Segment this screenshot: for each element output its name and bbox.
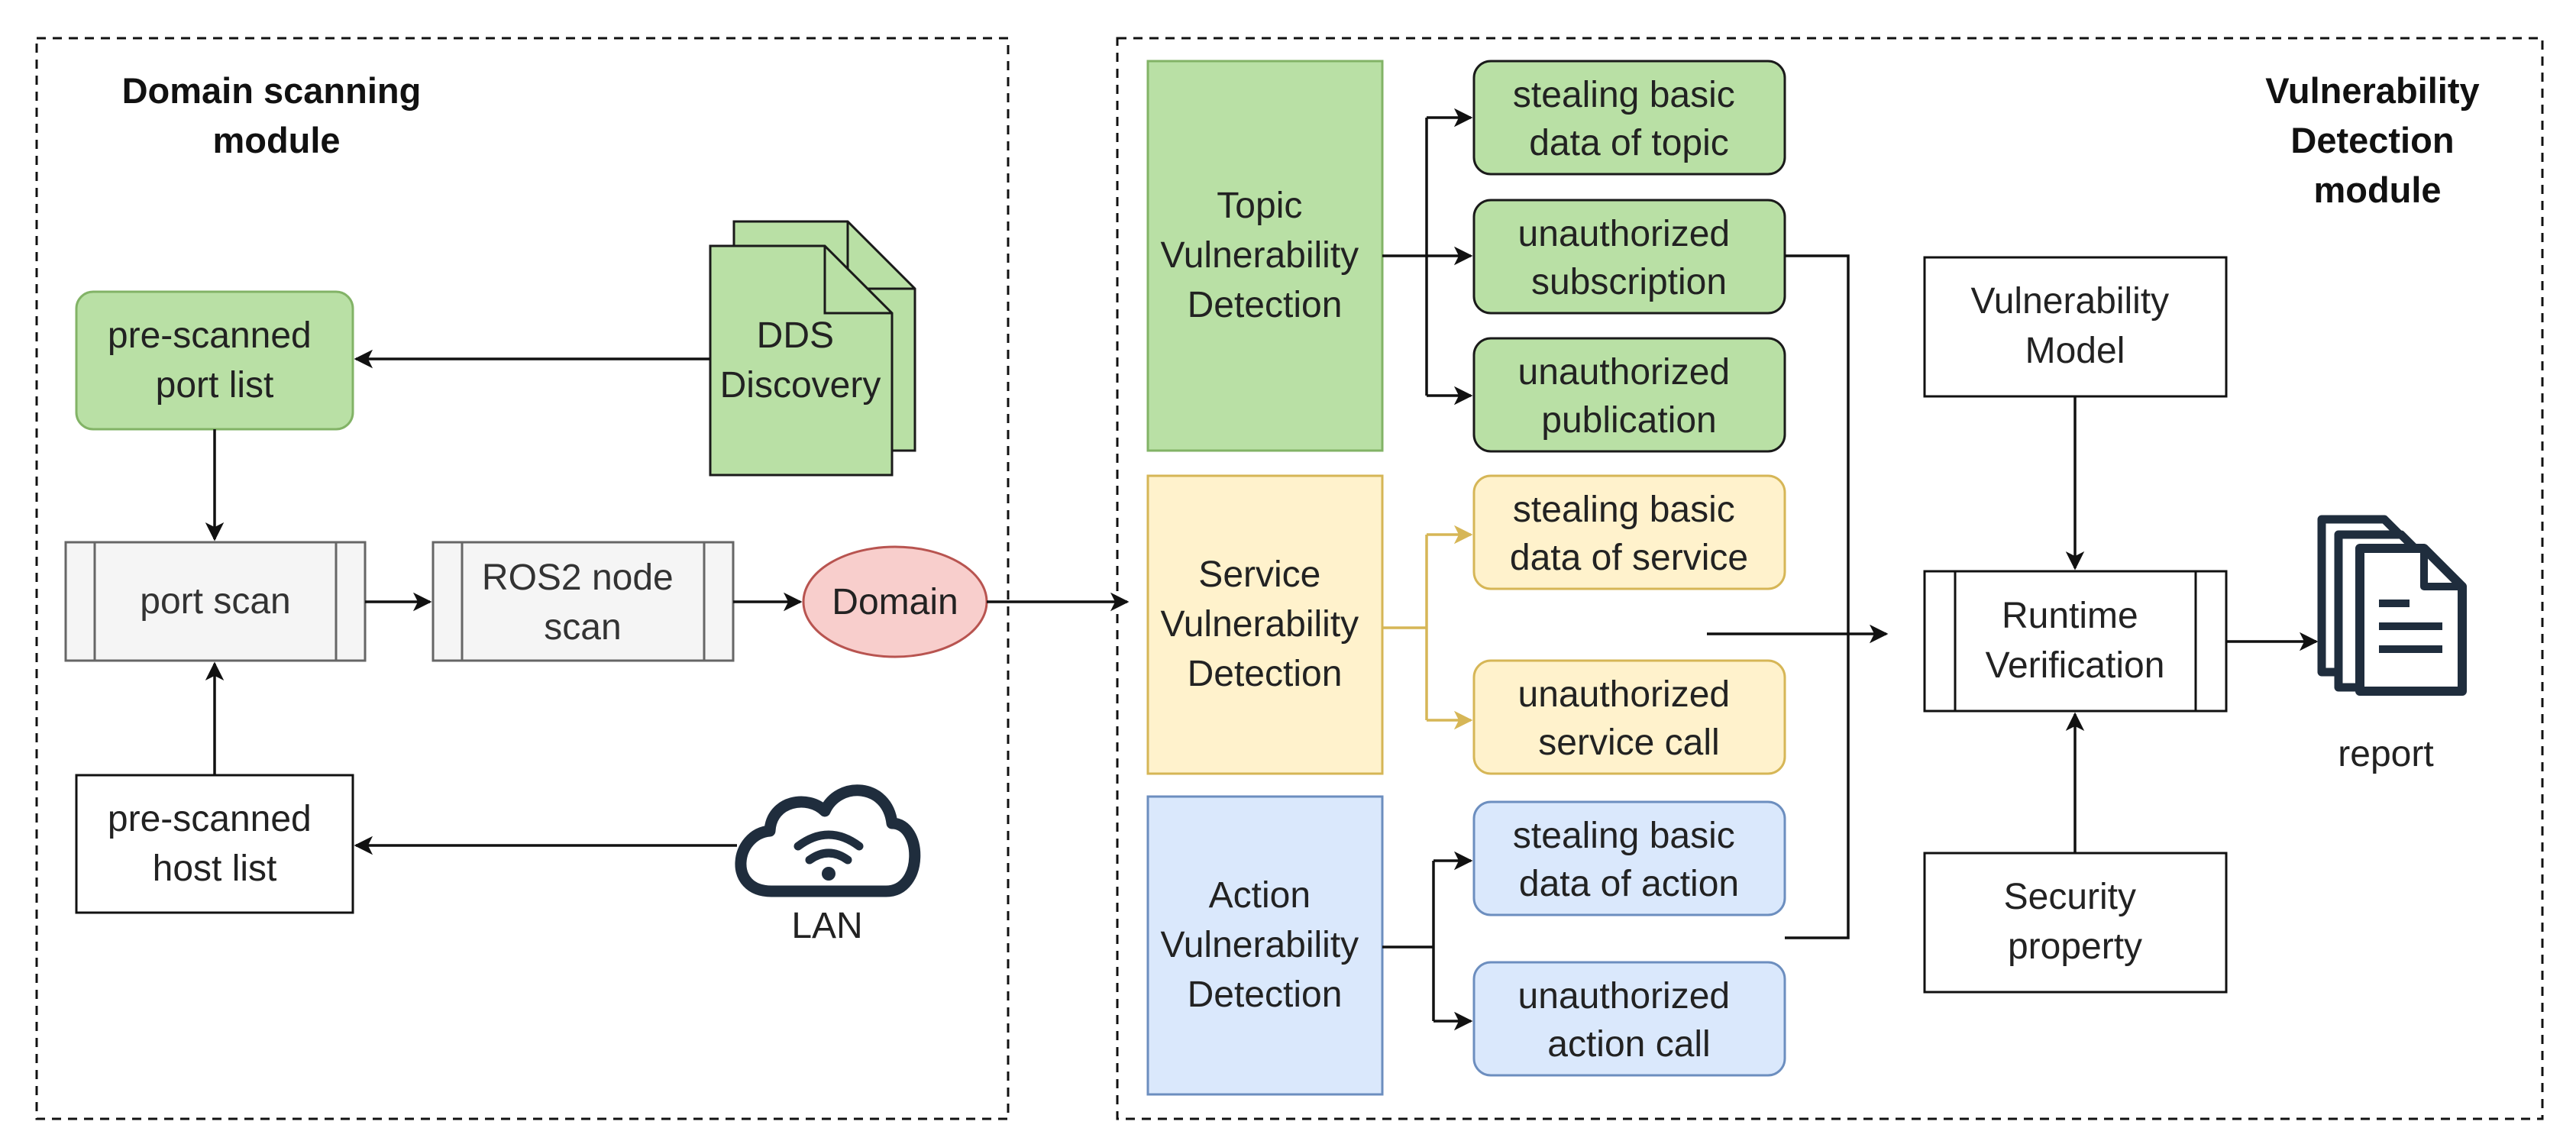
svg-text:unauthorized publication: unauthorized publication bbox=[1518, 352, 1740, 441]
svg-text:unauthorized action call: unauthorized action call bbox=[1518, 976, 1740, 1065]
stealing-topic-data-node: stealing basic data of topic bbox=[1472, 60, 1786, 176]
domain-scanning-module-title: Domain scanning module bbox=[122, 70, 431, 160]
unauthorized-subscription-node: unauthorized subscription bbox=[1472, 199, 1786, 315]
runtime-verification-node: Runtime Verification bbox=[1923, 570, 2228, 713]
stacked-documents-icon bbox=[709, 220, 916, 477]
ros2-node-scan-node: ROS2 node scan bbox=[431, 541, 735, 662]
svg-text:DDS Discovery: DDS Discovery bbox=[720, 315, 881, 406]
unauthorized-action-call-node: unauthorized action call bbox=[1472, 961, 1786, 1077]
svg-text:Topic Vulnerability: Topic Vulnerability Detection bbox=[1160, 186, 1369, 325]
svg-text:Security property: Security property bbox=[2004, 877, 2147, 967]
report-documents-icon bbox=[2317, 515, 2467, 696]
topic-vulnerability-detection-node: Topic Vulnerability Detection bbox=[1146, 60, 1384, 452]
port-scan-node: port scan bbox=[64, 541, 367, 662]
edge-action-branch bbox=[1382, 861, 1435, 1021]
svg-text:Service Vulnerability: Service Vulnerability Detection bbox=[1160, 554, 1369, 694]
security-property-node: Security property bbox=[1923, 852, 2228, 994]
unauthorized-publication-node: unauthorized publication bbox=[1472, 337, 1786, 453]
svg-text:Runtime Verification: Runtime Verification bbox=[1986, 596, 2165, 686]
svg-text:pre-scanned host list: pre-scanned host list bbox=[108, 799, 322, 889]
stealing-action-data-node: stealing basic data of action bbox=[1472, 800, 1786, 916]
svg-text:Action Vulnerability: Action Vulnerability Detection bbox=[1160, 875, 1369, 1015]
svg-text:stealing basic data of s: stealing basic data of service bbox=[1510, 490, 1748, 578]
vulnerability-detection-module-title: Vulnerability Detection module bbox=[2265, 70, 2489, 210]
action-vulnerability-detection-node: Action Vulnerability Detection bbox=[1146, 795, 1384, 1096]
domain-node: Domain bbox=[802, 545, 988, 658]
vulnerability-model-node: Vulnerability Model bbox=[1923, 256, 2228, 398]
service-vulnerability-detection-node: Service Vulnerability Detection bbox=[1146, 474, 1384, 775]
connectors bbox=[205, 108, 2319, 1031]
dds-discovery-node: DDS Discovery bbox=[709, 220, 916, 477]
pre-scanned-host-list-node: pre-scanned host list bbox=[75, 774, 354, 914]
cloud-wifi-icon bbox=[735, 784, 921, 897]
vulnerability-detection-module-frame bbox=[1116, 37, 2544, 1120]
domain-scanning-module-frame bbox=[35, 37, 1010, 1120]
edge-service-branch bbox=[1382, 535, 1428, 720]
svg-text:unauthorized service cal: unauthorized service call bbox=[1518, 674, 1740, 763]
svg-text:stealing basic data of a: stealing basic data of action bbox=[1513, 816, 1745, 904]
svg-text:Domain: Domain bbox=[832, 582, 958, 622]
svg-text:stealing basic data of t: stealing basic data of topic bbox=[1513, 75, 1745, 163]
stealing-service-data-node: stealing basic data of service bbox=[1472, 474, 1786, 590]
report-node: report bbox=[2317, 515, 2467, 774]
svg-text:LAN: LAN bbox=[791, 906, 862, 946]
svg-text:Vulnerability Model: Vulnerability Model bbox=[1970, 281, 2179, 371]
pre-scanned-port-list-node: pre-scanned port list bbox=[75, 290, 354, 431]
svg-text:pre-scanned port list: pre-scanned port list bbox=[108, 315, 322, 406]
edge-topic-branch bbox=[1382, 118, 1428, 396]
unauthorized-service-call-node: unauthorized service call bbox=[1472, 659, 1786, 775]
edge-collect-bracket bbox=[1785, 254, 1850, 939]
svg-text:unauthorized subscriptio: unauthorized subscription bbox=[1518, 214, 1740, 302]
svg-text:port scan: port scan bbox=[140, 581, 290, 622]
svg-text:report: report bbox=[2338, 734, 2433, 774]
svg-text:ROS2 node scan: ROS2 node scan bbox=[482, 558, 684, 648]
lan-node: LAN bbox=[735, 784, 921, 946]
